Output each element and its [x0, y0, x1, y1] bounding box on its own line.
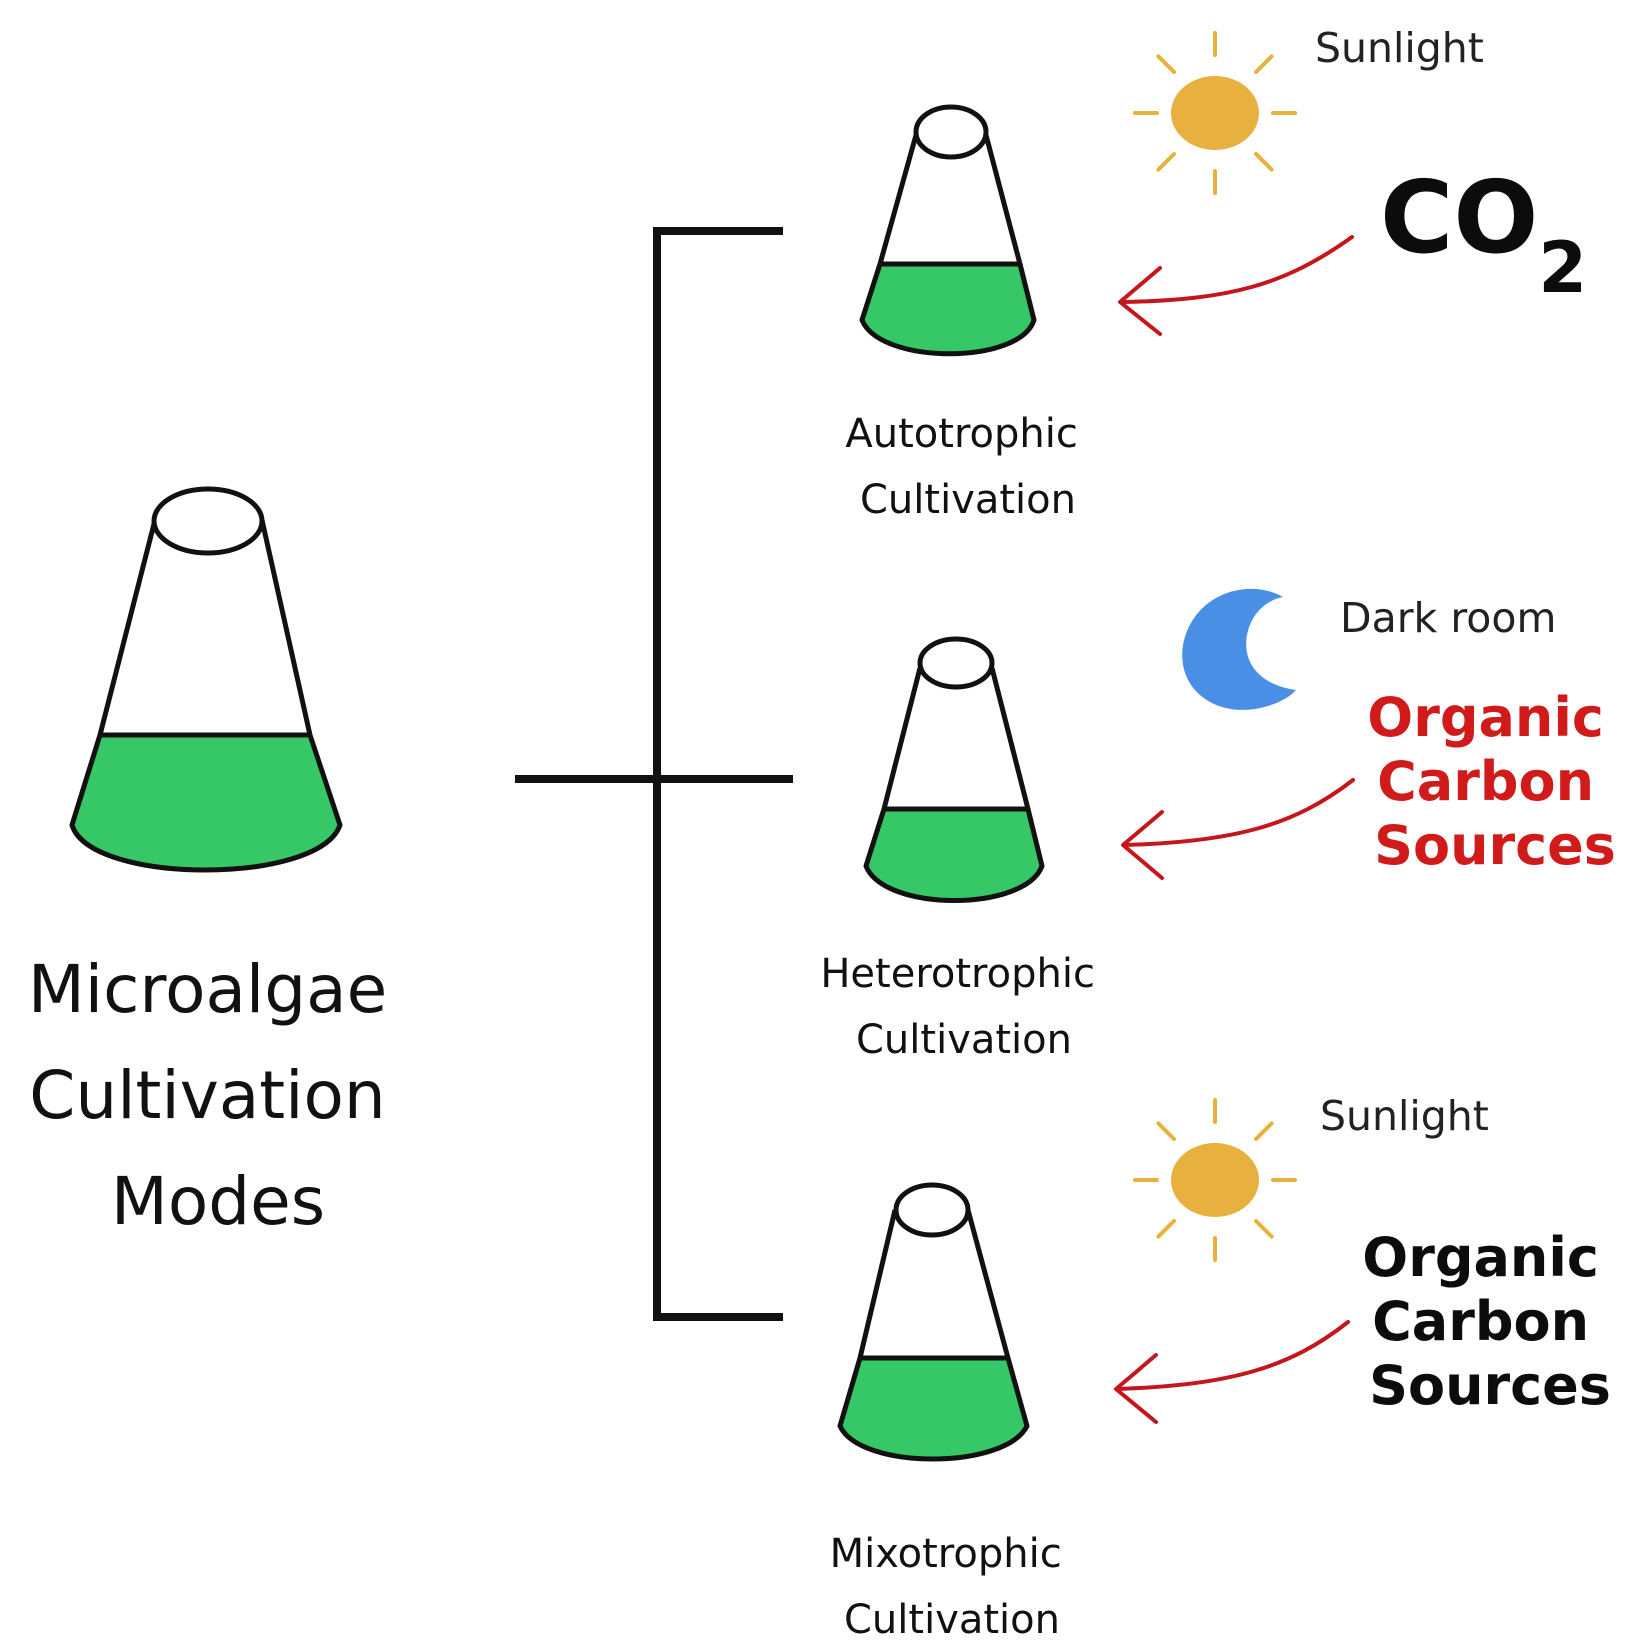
sun-ray — [1254, 54, 1274, 74]
heterotrophic-label: Heterotrophic Cultivation — [820, 951, 1107, 1063]
autotrophic-label: Autotrophic Cultivation — [845, 411, 1090, 523]
mode-autotrophic: Autotrophic Cultivation Sunlight CO2 — [845, 24, 1587, 523]
input-arrow-mixotrophic — [1114, 1320, 1350, 1424]
autotrophic-flask-icon — [859, 104, 1037, 357]
sun-ray — [1254, 1121, 1274, 1141]
input-arrow-heterotrophic — [1121, 778, 1355, 880]
mode-mixotrophic: Mixotrophic Cultivation Sunlight Organic… — [830, 1092, 1617, 1643]
organic-carbon-label-heterotrophic: Organic Carbon Sources — [1367, 686, 1622, 877]
sun-ray — [1254, 1219, 1274, 1239]
sun-ray — [1156, 152, 1176, 172]
sun-icon — [1133, 1098, 1297, 1262]
heterotrophic-flask-icon — [863, 636, 1045, 903]
main-flask-icon — [69, 486, 343, 873]
co2-label: CO2 — [1380, 159, 1587, 309]
diagram-title: Microalgae Cultivation Modes — [28, 951, 408, 1240]
mixotrophic-flask-icon — [837, 1182, 1030, 1462]
sunlight-label-mixotrophic: Sunlight — [1320, 1092, 1489, 1140]
branch-connector — [515, 227, 793, 1321]
sun-ray — [1156, 54, 1176, 74]
sunlight-label-autotrophic: Sunlight — [1315, 24, 1484, 72]
organic-carbon-label-mixotrophic: Organic Carbon Sources — [1362, 1226, 1617, 1417]
sun-icon — [1133, 31, 1297, 195]
mixotrophic-label: Mixotrophic Cultivation — [830, 1531, 1075, 1643]
sun-ray — [1156, 1219, 1176, 1239]
sun-ray — [1156, 1121, 1176, 1141]
sun-ray — [1254, 152, 1274, 172]
input-arrow-autotrophic — [1118, 235, 1354, 336]
dark-room-label: Dark room — [1340, 594, 1556, 642]
mode-heterotrophic: Heterotrophic Cultivation Dark room Orga… — [820, 588, 1622, 1063]
moon-icon — [1182, 588, 1296, 710]
